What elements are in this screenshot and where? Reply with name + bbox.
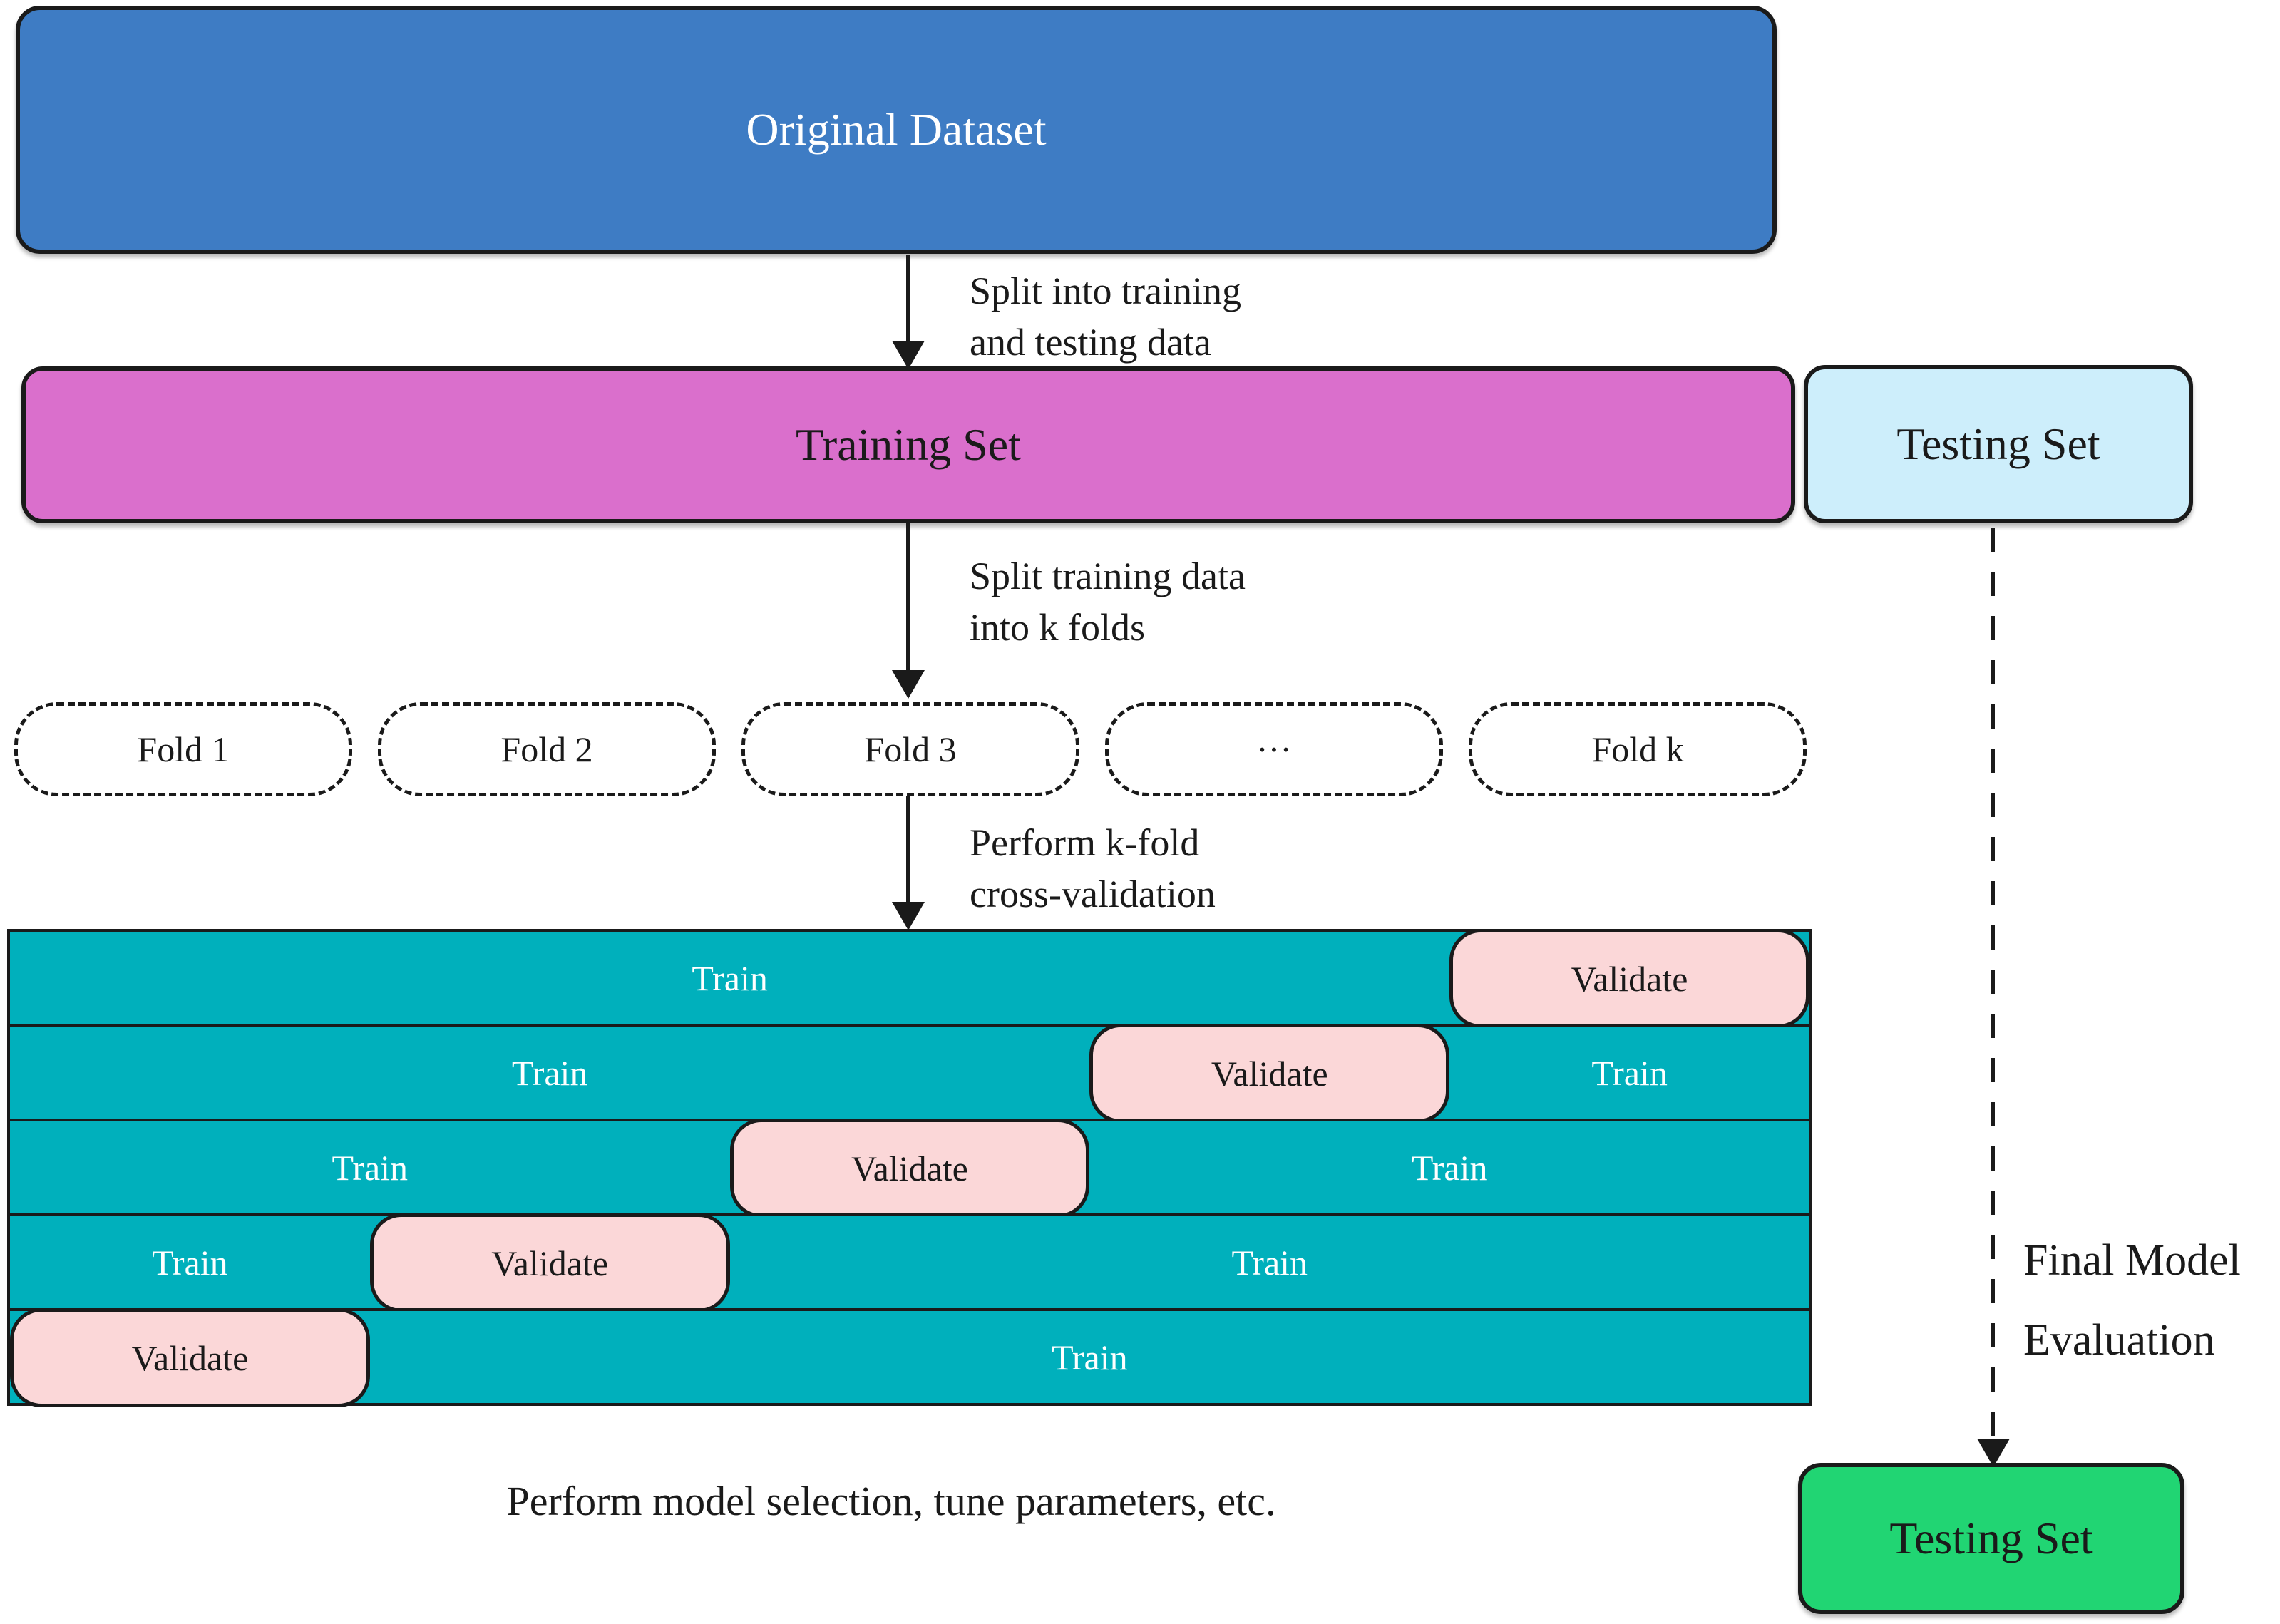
fold-label: Fold 1 <box>137 729 230 769</box>
arrow-split-k-folds-label: Split training data into k folds <box>970 550 1246 653</box>
train-segment: Train <box>152 1242 228 1283</box>
cv-row-3: Train Validate Train <box>7 1119 1812 1218</box>
arrow-split-train-test-label: Split into training and testing data <box>970 265 1241 368</box>
validate-label: Validate <box>1571 958 1688 999</box>
arrow-down-icon <box>1976 1439 2010 1467</box>
label-line: Split training data <box>970 555 1246 597</box>
label-line: Final Model <box>2023 1236 2241 1285</box>
model-selection-caption: Perform model selection, tune parameters… <box>506 1478 1276 1524</box>
cv-grid: Train Validate Train Validate Train Trai… <box>7 929 1812 1407</box>
original-dataset-box: Original Dataset <box>16 6 1777 254</box>
train-segment: Train <box>1591 1052 1668 1093</box>
validate-label: Validate <box>131 1337 249 1378</box>
train-segment: Train <box>1231 1242 1308 1283</box>
testing-set-top-label: Testing Set <box>1896 418 2100 469</box>
train-segment: Train <box>511 1052 588 1093</box>
fold-1-box: Fold 1 <box>14 702 352 796</box>
training-set-label: Training Set <box>796 419 1021 470</box>
fold-3-box: Fold 3 <box>741 702 1079 796</box>
fold-label: Fold k <box>1591 729 1684 769</box>
fold-label: Fold 3 <box>864 729 957 769</box>
label-line: Perform k-fold <box>970 821 1200 864</box>
label-line: and testing data <box>970 321 1211 364</box>
validate-box: Validate <box>729 1119 1090 1218</box>
validate-box: Validate <box>1449 929 1809 1028</box>
cv-row-1: Train Validate <box>7 929 1812 1028</box>
validate-box: Validate <box>10 1308 370 1407</box>
validate-label: Validate <box>851 1148 968 1188</box>
original-dataset-label: Original Dataset <box>746 104 1047 155</box>
label-line: Evaluation <box>2023 1316 2215 1365</box>
training-set-box: Training Set <box>21 366 1795 523</box>
arrow-down-icon <box>892 670 925 699</box>
arrow-perform-cv-label: Perform k-fold cross-validation <box>970 817 1216 920</box>
validate-box: Validate <box>1089 1024 1450 1123</box>
cv-row-4: Train Validate Train <box>7 1213 1812 1312</box>
arrow-split-k-folds <box>892 523 925 699</box>
train-segment: Train <box>332 1147 409 1188</box>
cv-row-2: Train Validate Train <box>7 1024 1812 1123</box>
testing-set-box-top: Testing Set <box>1804 365 2193 523</box>
arrow-split-train-test <box>892 255 925 369</box>
cv-row-5: Validate Train <box>7 1308 1812 1407</box>
arrow-perform-cv <box>892 796 925 930</box>
validate-label: Validate <box>1211 1053 1328 1094</box>
validate-box: Validate <box>369 1213 730 1312</box>
label-line: Split into training <box>970 269 1242 312</box>
train-segment: Train <box>1052 1337 1128 1377</box>
arrow-down-icon <box>892 341 925 369</box>
label-line: cross-validation <box>970 873 1216 915</box>
fold-2-box: Fold 2 <box>378 702 716 796</box>
arrow-down-icon <box>892 902 925 930</box>
final-model-evaluation-label: Final Model Evaluation <box>2023 1220 2241 1380</box>
fold-k-box: Fold k <box>1469 702 1807 796</box>
label-line: into k folds <box>970 606 1146 649</box>
validate-label: Validate <box>491 1243 609 1283</box>
fold-ellipsis-box: ··· <box>1105 702 1443 796</box>
testing-set-box-bottom: Testing Set <box>1798 1463 2184 1614</box>
testing-set-bottom-label: Testing Set <box>1889 1513 2093 1563</box>
fold-label: ··· <box>1256 729 1292 769</box>
train-segment: Train <box>692 957 768 998</box>
fold-label: Fold 2 <box>500 729 593 769</box>
train-segment: Train <box>1411 1147 1488 1188</box>
dashed-arrow-final-evaluation <box>1976 528 2010 1467</box>
